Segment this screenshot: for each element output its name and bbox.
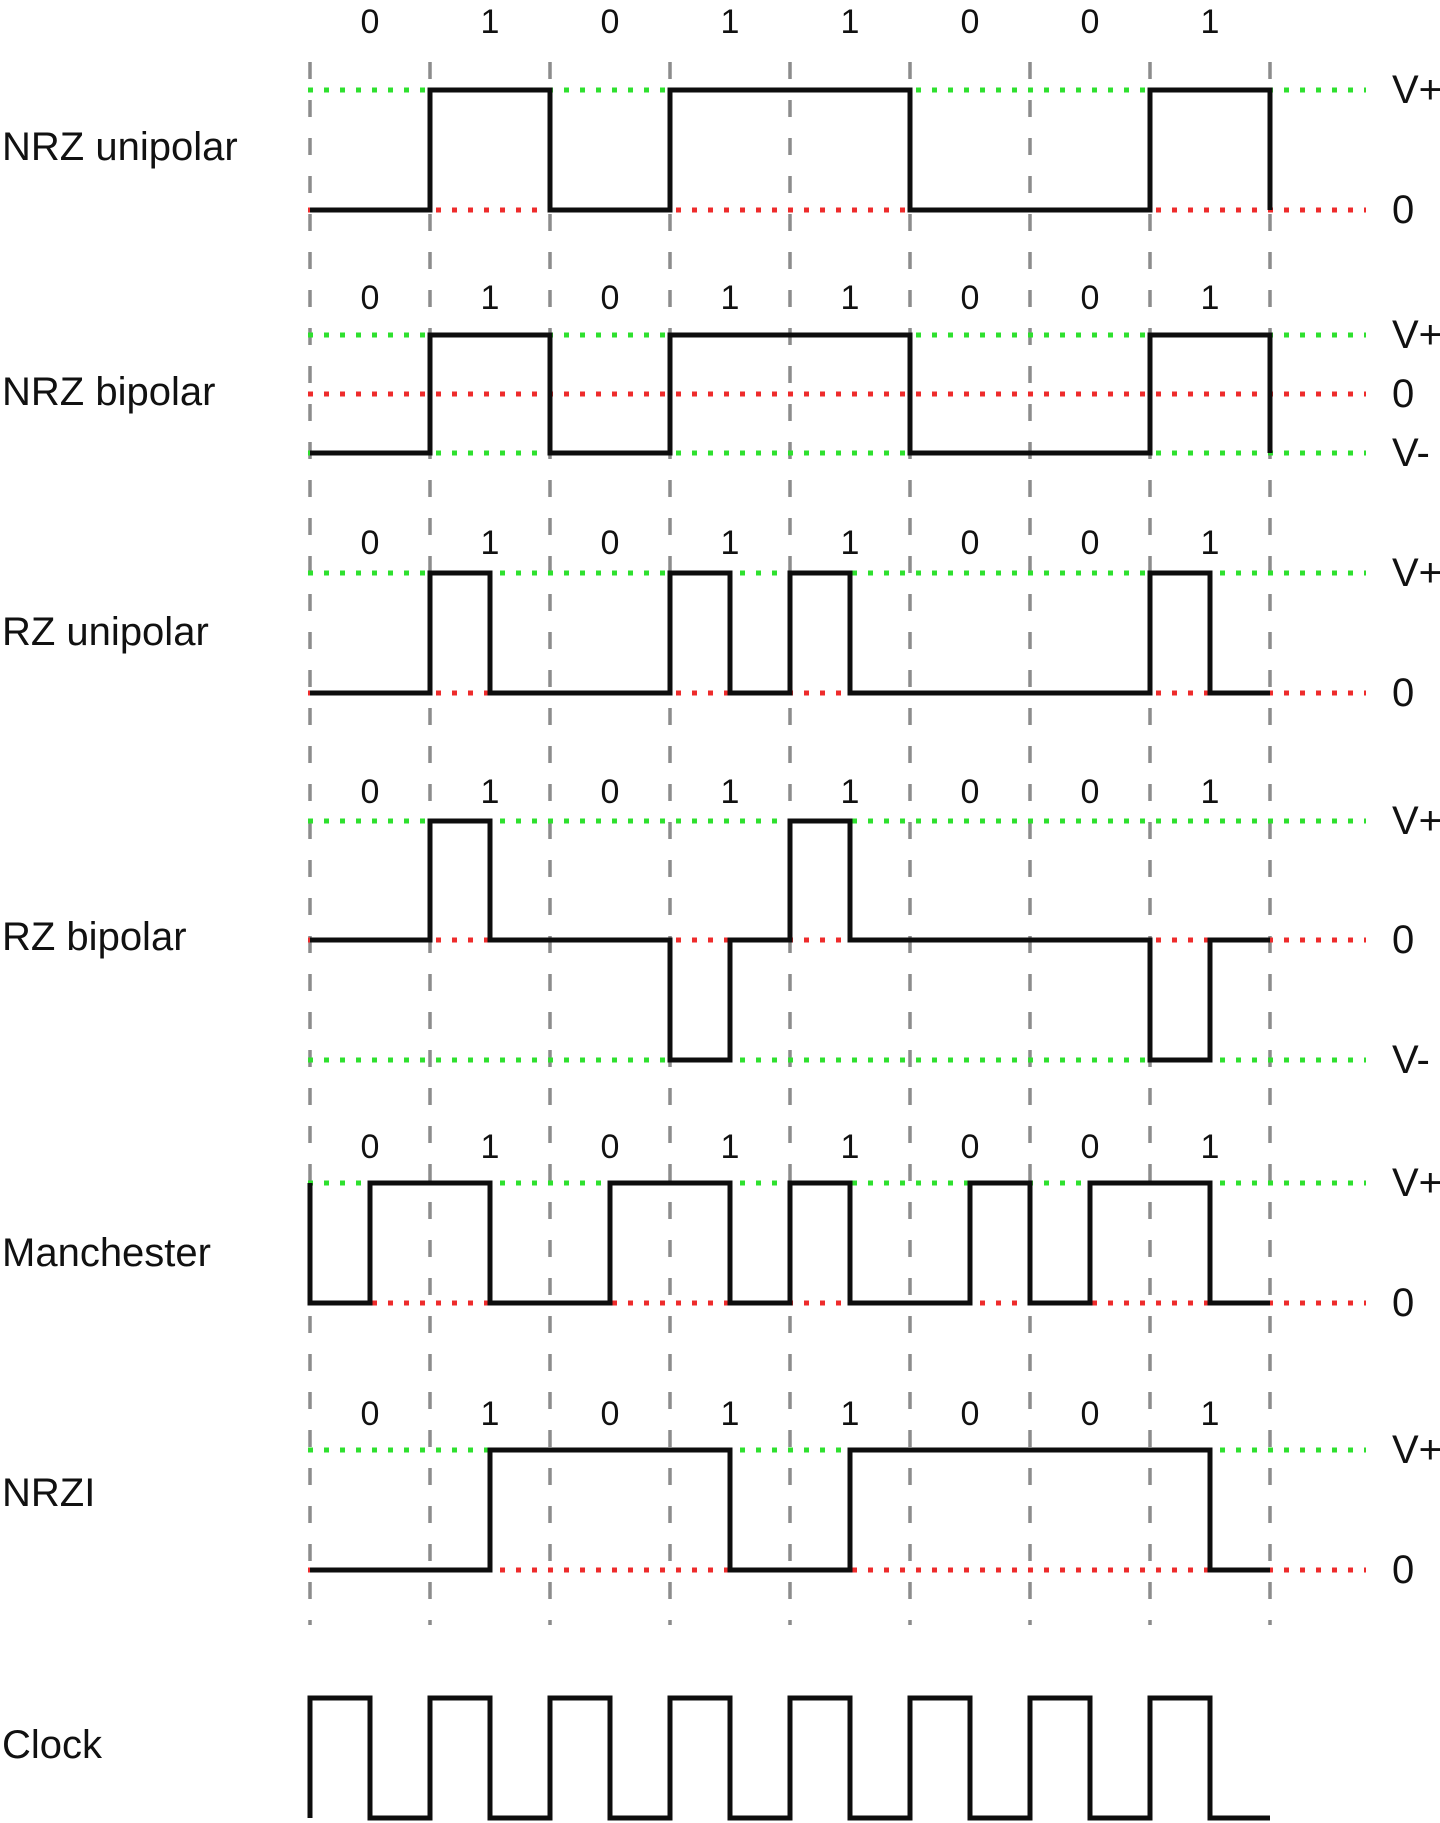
waveform-path-manchester	[307, 1180, 1270, 1306]
level-label-zero: 0	[1392, 1548, 1415, 1592]
bit-row-nrzi: 0 1 0 1 1 0 0 1	[310, 1393, 1270, 1435]
level-label-zero: 0	[1392, 188, 1415, 232]
bit-label: 1	[480, 524, 500, 562]
bit-label: 0	[960, 1395, 980, 1433]
bit-label: 0	[600, 3, 620, 41]
bit-label: 1	[1200, 3, 1220, 41]
bit-label: 0	[1080, 1395, 1100, 1433]
bit-label: 1	[840, 1128, 860, 1166]
bit-label: 1	[840, 773, 860, 811]
level-label-vminus: V-	[1392, 1038, 1430, 1082]
section-label-rz-bipolar: RZ bipolar	[2, 915, 187, 959]
bit-label: 0	[1080, 279, 1100, 317]
bit-label: 1	[1200, 1395, 1220, 1433]
bit-label: 0	[360, 524, 380, 562]
section-label-nrzi: NRZI	[2, 1471, 96, 1515]
bit-label: 1	[1200, 773, 1220, 811]
bit-label: 0	[1080, 524, 1100, 562]
level-label-vplus: V+	[1392, 1161, 1440, 1205]
bit-label: 1	[480, 1395, 500, 1433]
bit-label: 0	[360, 773, 380, 811]
waveform-path-clock	[307, 1695, 1270, 1821]
level-label-vplus: V+	[1392, 799, 1440, 843]
waveform-path-rz-unipolar	[310, 570, 1270, 696]
bit-row-manchester: 0 1 0 1 1 0 0 1	[310, 1126, 1270, 1168]
bit-label: 0	[1080, 3, 1100, 41]
bit-row-rz-bipolar: 0 1 0 1 1 0 0 1	[310, 771, 1270, 813]
level-label-zero: 0	[1392, 372, 1415, 416]
section-label-nrz-bipolar: NRZ bipolar	[2, 370, 216, 414]
level-label-vplus: V+	[1392, 1428, 1440, 1472]
section-label-rz-unipolar: RZ unipolar	[2, 610, 209, 654]
bit-label: 1	[720, 279, 740, 317]
bit-label: 1	[840, 279, 860, 317]
bit-label: 1	[1200, 1128, 1220, 1166]
level-label-vplus: V+	[1392, 313, 1440, 357]
bit-row-nrz-bipolar: 0 1 0 1 1 0 0 1	[310, 277, 1270, 319]
level-label-zero: 0	[1392, 671, 1415, 715]
bit-label: 1	[840, 524, 860, 562]
bit-label: 0	[1080, 1128, 1100, 1166]
bit-label: 1	[480, 279, 500, 317]
bit-label: 1	[720, 1128, 740, 1166]
bit-label: 0	[960, 3, 980, 41]
bit-label: 1	[840, 3, 860, 41]
bit-label: 1	[720, 3, 740, 41]
bit-label: 0	[360, 3, 380, 41]
bit-label: 0	[360, 279, 380, 317]
waveform-path-nrzi	[310, 1447, 1270, 1573]
level-label-vplus: V+	[1392, 551, 1440, 595]
level-label-vplus: V+	[1392, 68, 1440, 112]
bit-label: 1	[480, 1128, 500, 1166]
bit-label: 1	[720, 524, 740, 562]
bit-label: 1	[1200, 279, 1220, 317]
level-label-vminus: V-	[1392, 431, 1430, 475]
level-label-zero: 0	[1392, 1281, 1415, 1325]
bit-label: 0	[960, 1128, 980, 1166]
bit-label: 1	[480, 773, 500, 811]
bit-label: 0	[960, 773, 980, 811]
section-label-clock: Clock	[2, 1723, 103, 1767]
bit-label: 0	[600, 1128, 620, 1166]
bit-row-rz-unipolar: 0 1 0 1 1 0 0 1	[310, 522, 1270, 564]
bit-label: 0	[960, 279, 980, 317]
bit-label: 1	[480, 3, 500, 41]
bit-label: 0	[600, 279, 620, 317]
waveform-path-nrz-bipolar	[310, 332, 1273, 456]
bit-label: 0	[600, 1395, 620, 1433]
bit-label: 0	[1080, 773, 1100, 811]
bit-label: 1	[720, 1395, 740, 1433]
section-label-manchester: Manchester	[2, 1231, 211, 1275]
bit-label: 1	[840, 1395, 860, 1433]
waveform-path-nrz-unipolar	[310, 87, 1273, 213]
section-label-nrz-unipolar: NRZ unipolar	[2, 125, 238, 169]
bit-row-nrz-unipolar: 0 1 0 1 1 0 0 1	[310, 1, 1270, 43]
bit-label: 0	[960, 524, 980, 562]
bit-label: 1	[720, 773, 740, 811]
bit-label: 0	[600, 773, 620, 811]
waveform-path-rz-bipolar	[310, 818, 1270, 1063]
level-label-zero: 0	[1392, 918, 1415, 962]
bit-label: 0	[360, 1128, 380, 1166]
bit-label: 0	[360, 1395, 380, 1433]
bit-label: 1	[1200, 524, 1220, 562]
bit-label: 0	[600, 524, 620, 562]
